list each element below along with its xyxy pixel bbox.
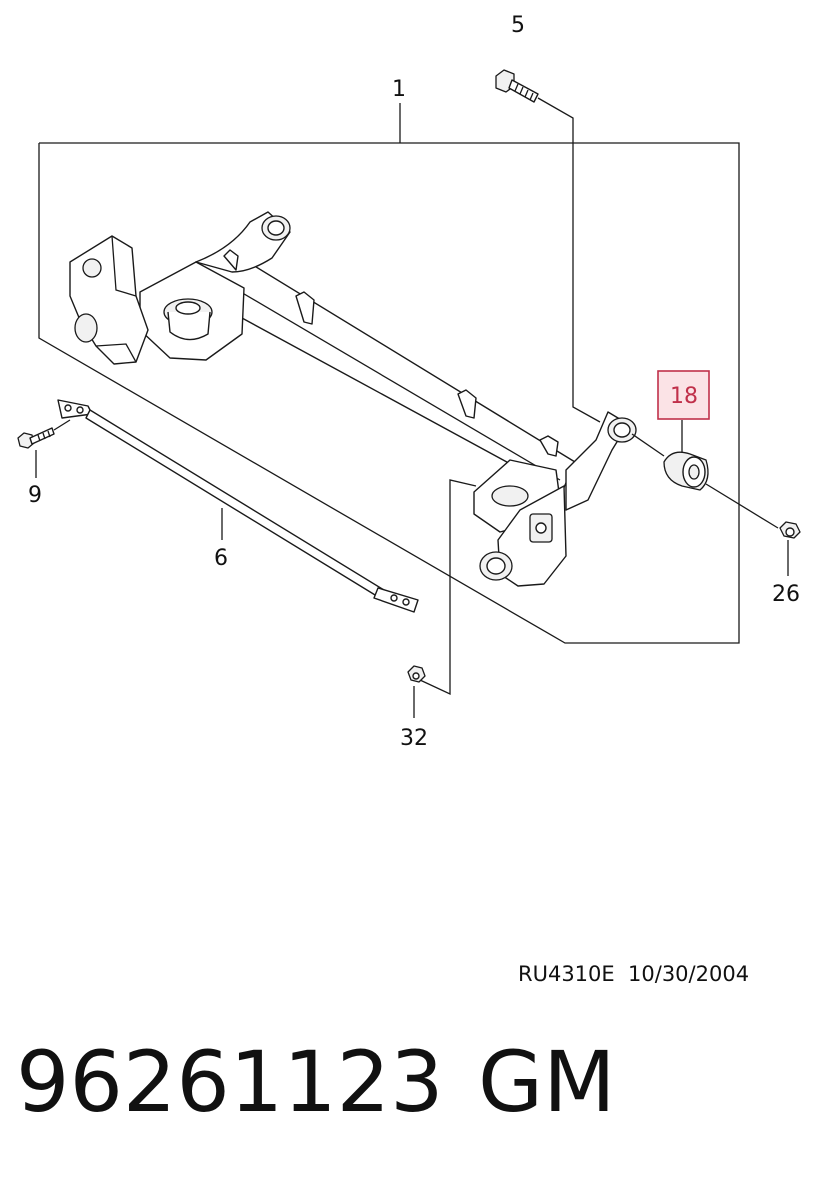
leader-18-axis <box>631 433 665 457</box>
brand-name: GM <box>478 1033 616 1131</box>
callout-32[interactable]: 32 <box>400 726 428 751</box>
leader-32-frame <box>419 479 477 696</box>
diagram-reference: RU4310E 10/30/2004 <box>518 962 750 986</box>
assembly-frame <box>38 142 740 644</box>
part-number: 96261123 <box>16 1033 444 1131</box>
bolt-9 <box>17 427 55 449</box>
callout-1[interactable]: 1 <box>392 77 406 102</box>
leader-bolt-axis <box>705 483 779 529</box>
rod-6 <box>57 399 419 613</box>
callout-5[interactable]: 5 <box>511 13 525 38</box>
bushing-18 <box>663 451 709 491</box>
axle-beam <box>69 211 637 587</box>
nut-26 <box>779 521 801 539</box>
leader-5 <box>537 97 601 423</box>
bolt-5 <box>495 69 539 103</box>
nut-32 <box>407 665 426 683</box>
callout-6[interactable]: 6 <box>214 546 228 571</box>
leader-9-axis <box>53 419 71 431</box>
callout-18-highlight[interactable] <box>657 370 710 420</box>
callout-26[interactable]: 26 <box>772 582 800 607</box>
callout-18[interactable]: 18 <box>670 384 698 409</box>
callout-9[interactable]: 9 <box>28 483 42 508</box>
